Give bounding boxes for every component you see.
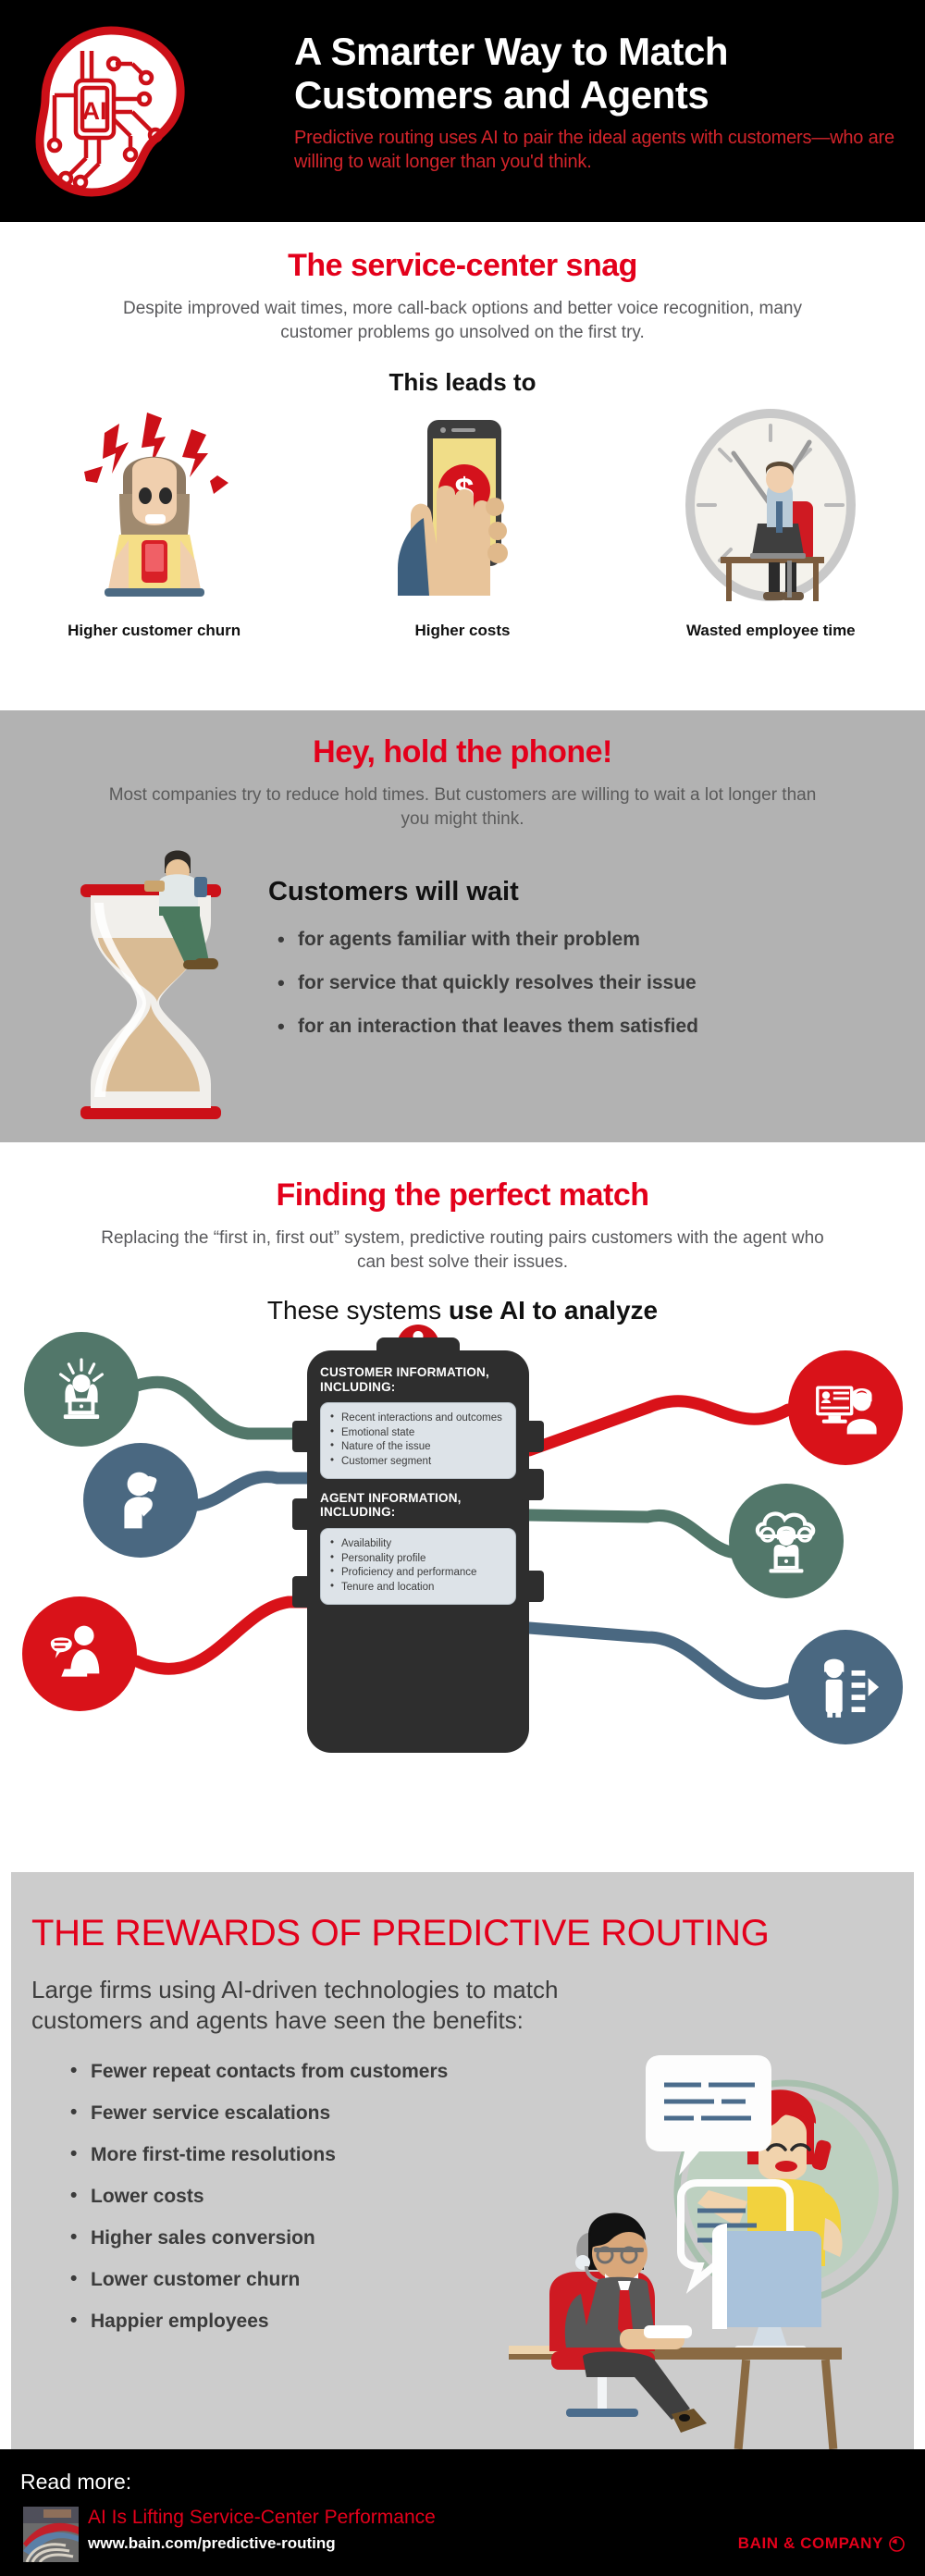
match-kicker-bold: use AI to analyze [448,1296,659,1325]
list-item: for agents familiar with their problem [278,928,698,952]
list-item: Proficiency and performance [328,1565,506,1580]
cables-photo-thumbnail [23,2507,79,2562]
hold-title: Hey, hold the phone! [313,734,612,770]
footer-bar: Read more: AI Is Lifting Service-Center … [0,2449,925,2576]
match-kicker-plain: These systems [266,1296,449,1325]
list-item: Lower customer churn [70,2268,914,2291]
match-kicker: These systems use AI to analyze [0,1296,925,1325]
consequence-icon-row: Higher customer churn $ [0,405,925,640]
match-body: Replacing the “first in, first out” syst… [101,1228,824,1272]
snag-title: The service-center snag [288,248,637,283]
node-screen-with-headset-agent-icon[interactable] [788,1350,903,1465]
agent-and-customer-chat-icon [509,2052,906,2450]
ai-brain-logo-icon: AI [23,23,204,199]
hand-holding-phone-dollar-icon: $ [308,405,616,618]
device-lug [520,1421,544,1452]
hourglass-man-waiting-icon [28,849,250,1127]
list-item: for service that quickly resolves their … [278,971,698,995]
bain-mark-icon [889,2535,905,2552]
list-item: Recent interactions and outcomes [328,1411,506,1425]
header-subtitle: Predictive routing uses AI to pair the i… [294,128,894,173]
list-item: Personality profile [328,1551,506,1566]
device-lug [292,1421,316,1452]
node-cloud-agent-gears-icon[interactable] [729,1484,844,1598]
rewards-benefit-list: Fewer repeat contacts from customers Few… [11,2037,914,2333]
node-person-on-phone-icon[interactable] [83,1443,198,1558]
finding-perfect-match-section: Finding the perfect match Replacing the … [0,1142,925,1872]
list-item: Lower costs [70,2185,914,2208]
device-top-nub [376,1337,460,1365]
bain-logo-text: BAIN & COMPANY [737,2534,883,2552]
node-agent-profile-rating-icon[interactable] [788,1630,903,1744]
consequence-item-churn: Higher customer churn [0,405,308,640]
consequence-label: Higher customer churn [68,622,241,639]
hold-body: Most companies try to reduce hold times.… [108,785,817,829]
consequence-label: Higher costs [414,622,511,639]
device-lug [520,1469,544,1500]
frustrated-customer-icon [0,405,308,618]
snag-kicker: This leads to [388,368,536,397]
list-item: Nature of the issue [328,1439,506,1454]
list-item: Higher sales conversion [70,2226,914,2249]
device-lug [292,1576,316,1608]
list-item: for an interaction that leaves them sati… [278,1015,698,1039]
agent-info-card: Availability Personality profile Profici… [320,1527,516,1605]
header-text-block: A Smarter Way to Match Customers and Age… [294,30,905,174]
customer-info-card: Recent interactions and outcomes Emotion… [320,1402,516,1479]
rewards-title: THE REWARDS OF PREDICTIVE ROUTING [31,1913,770,1954]
list-item: Happier employees [70,2310,914,2333]
ai-engine-device: CUSTOMER INFORMATION, INCLUDING: Recent … [292,1325,544,1753]
consequence-item-costs: $ Higher costs [308,405,616,640]
header-banner: AI A Smarter Way to Match Customers and … [0,0,925,222]
bain-company-logo: BAIN & COMPANY [738,2534,905,2553]
match-title: Finding the perfect match [276,1177,649,1213]
read-more-url[interactable]: www.bain.com/predictive-routing [88,2534,336,2552]
consequence-item-wasted-time: Wasted employee time [617,405,925,640]
list-item: Fewer service escalations [70,2101,914,2125]
ai-routing-diagram: CUSTOMER INFORMATION, INCLUDING: Recent … [0,1325,925,1776]
header-title-line1: A Smarter Way to Match [294,30,729,73]
clock-employee-desk-icon [617,405,925,618]
list-item: Tenure and location [328,1580,506,1595]
consequence-label: Wasted employee time [685,622,856,639]
ai-logo-text: AI [82,97,107,125]
hold-the-phone-section: Hey, hold the phone! Most companies try … [0,710,925,1142]
read-more-link[interactable]: AI Is Lifting Service-Center Performance [88,2507,436,2528]
snag-body: Despite improved wait times, more call-b… [123,299,802,342]
agent-info-heading: AGENT INFORMATION, INCLUDING: [320,1490,462,1520]
node-agent-chat-bubble-icon[interactable] [22,1596,137,1711]
device-lug [292,1498,316,1530]
node-frustrated-at-laptop-icon[interactable] [24,1332,139,1447]
rewards-section: THE REWARDS OF PREDICTIVE ROUTING Large … [11,1872,914,2450]
service-center-snag-section: The service-center snag Despite improved… [0,222,925,710]
device-lug [520,1571,544,1602]
list-item: Fewer repeat contacts from customers [70,2060,914,2083]
customer-info-heading: CUSTOMER INFORMATION, INCLUDING: [320,1365,489,1394]
list-item: Emotional state [328,1425,506,1440]
header-title-line2: Customers and Agents [294,73,709,117]
list-item: Availability [328,1536,506,1551]
rewards-subtitle: Large firms using AI-driven technologies… [31,1976,559,2035]
list-item: Customer segment [328,1454,506,1469]
customers-will-wait-list: for agents familiar with their problem f… [278,928,698,1059]
list-item: More first-time resolutions [70,2143,914,2166]
customers-will-wait-heading: Customers will wait [268,877,519,906]
read-more-label: Read more: [20,2470,132,2494]
